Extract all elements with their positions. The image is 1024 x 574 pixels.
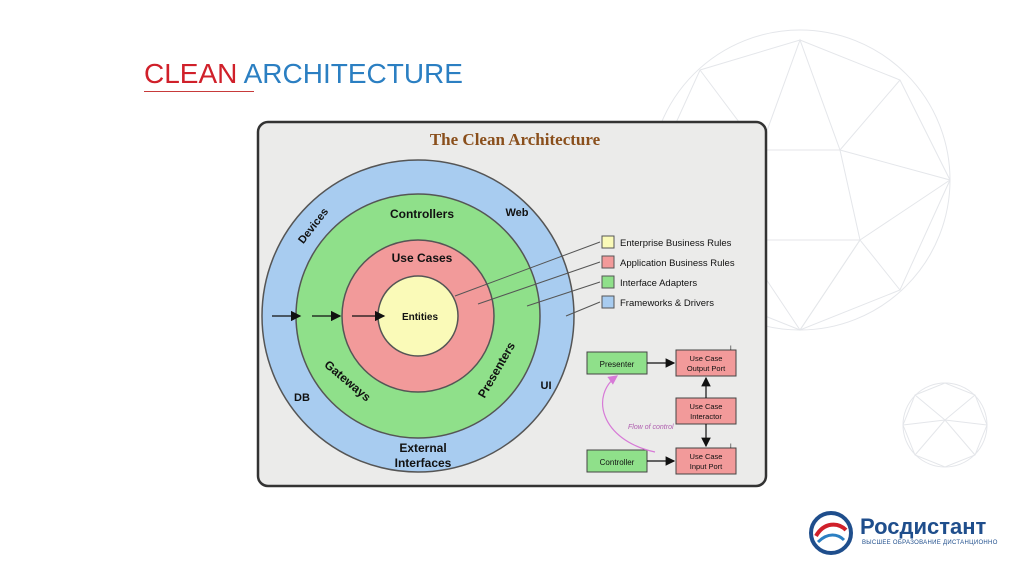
flow-of-control-caption: Flow of control xyxy=(628,424,674,431)
flow-interactor-box xyxy=(675,397,737,425)
flow-output-port-line2: Output Port xyxy=(687,364,726,373)
logo-name: Росдистант xyxy=(860,514,987,539)
rosdistant-logo-icon xyxy=(809,511,853,555)
label-use-cases: Use Cases xyxy=(392,251,453,265)
flow-presenter-label: Presenter xyxy=(600,360,635,369)
flow-of-control-curve xyxy=(602,375,656,453)
legend-pointer-line xyxy=(454,241,601,297)
flow-interactor-line2: Interactor xyxy=(690,412,722,421)
legend-application: Application Business Rules xyxy=(620,258,735,269)
flow-input-port-line2: Input Port xyxy=(690,462,723,471)
diagram-heading: The Clean Architecture xyxy=(430,130,601,149)
flow-interactor-line1: Use Case xyxy=(690,402,723,411)
legend-pointer-line xyxy=(526,281,601,307)
legend-swatch-application xyxy=(601,255,615,269)
label-db: DB xyxy=(294,392,310,404)
label-web: Web xyxy=(505,207,528,219)
flow-input-port-marker: I xyxy=(730,444,732,450)
legend-frameworks: Frameworks & Drivers xyxy=(620,298,714,309)
logo-subtitle: ВЫСШЕЕ ОБРАЗОВАНИЕ ДИСТАНЦИОННО xyxy=(862,540,998,546)
title-underline xyxy=(144,91,254,92)
label-controllers: Controllers xyxy=(390,207,454,221)
label-interfaces: Interfaces xyxy=(395,456,452,470)
label-entities: Entities xyxy=(402,312,439,323)
legend-pointer-line xyxy=(477,261,601,305)
legend-enterprise: Enterprise Business Rules xyxy=(620,238,732,249)
slide-title-clean: CLEAN xyxy=(144,58,238,89)
flow-input-port-line1: Use Case xyxy=(690,452,723,461)
legend-adapters: Interface Adapters xyxy=(620,278,697,289)
flow-output-port-line1: Use Case xyxy=(690,354,723,363)
slide-title: CLEAN ARCHITECTURE xyxy=(144,58,463,90)
legend-swatch-frameworks xyxy=(601,295,615,309)
flow-controller-label: Controller xyxy=(600,458,635,467)
flow-output-port-marker: I xyxy=(730,346,732,352)
label-ui: UI xyxy=(541,380,552,392)
flow-output-port-box xyxy=(675,349,737,377)
slide-title-architecture: ARCHITECTURE xyxy=(237,58,463,89)
legend-pointer-line xyxy=(565,301,601,317)
flow-input-port-box xyxy=(675,447,737,475)
label-external: External xyxy=(399,441,446,455)
legend-swatch-adapters xyxy=(601,275,615,289)
legend-swatch-enterprise xyxy=(601,235,615,249)
